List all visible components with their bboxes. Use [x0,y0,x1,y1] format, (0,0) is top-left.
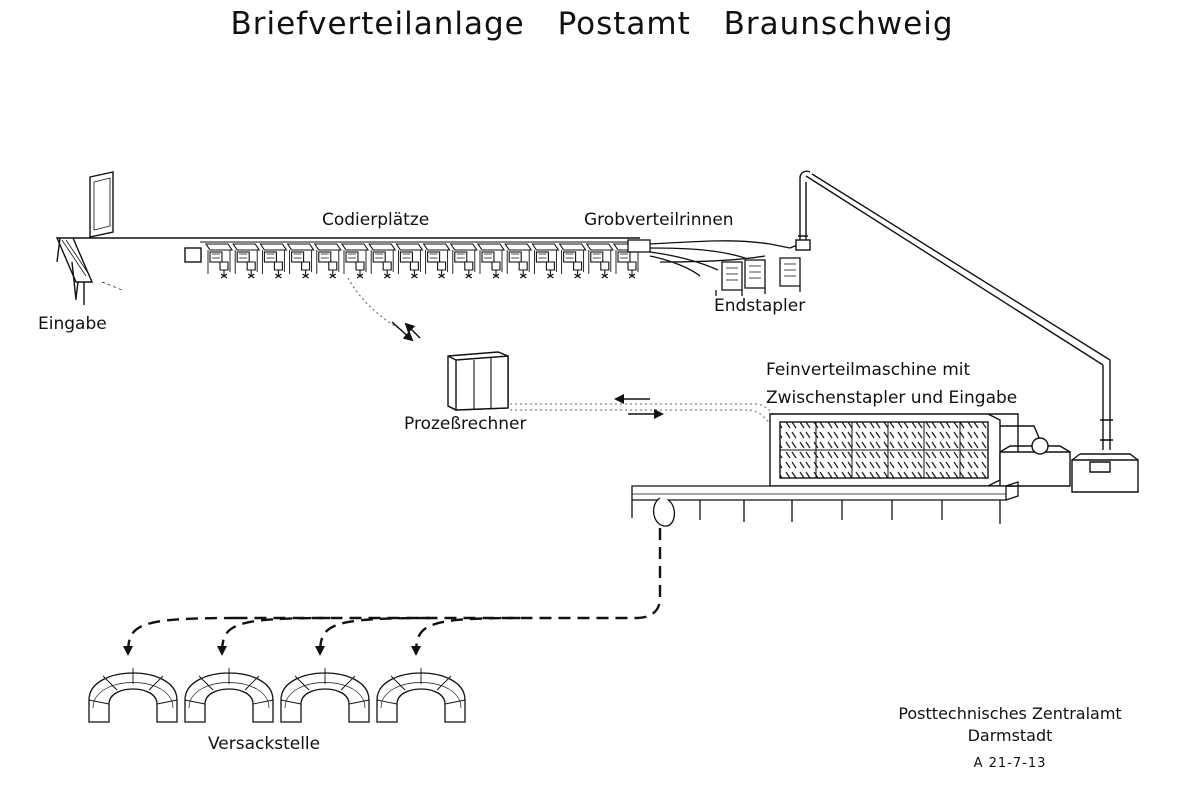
label-versackstelle: Versackstelle [208,734,321,754]
label-feinverteil-line1: Feinverteilmaschine mit [766,360,971,380]
eingabe-station [55,171,123,305]
label-endstapler: Endstapler [714,296,806,316]
coding-station [395,243,424,279]
label-codierplaetze: Codierplätze [322,210,430,230]
overhead-conveyor [789,170,1113,450]
coding-station [531,243,560,279]
bagging-station [280,668,370,723]
coding-station [313,243,342,279]
main-conveyor [73,237,640,263]
label-prozessrechner: Prozeßrechner [404,414,527,434]
coding-station [286,243,315,279]
coding-station [368,243,397,279]
bagging-stations [88,668,466,723]
coding-station [449,243,478,279]
coding-station [476,243,506,279]
bagging-station [184,668,274,723]
prozessrechner-cabinet [447,351,509,411]
roller-conveyor [631,481,1019,527]
coding-station [422,243,451,279]
bagging-station [376,668,466,723]
data-link-coding-computer [347,277,421,342]
page-title: Briefverteilanlage Postamt Braunschweig [230,6,954,42]
coding-station [232,243,261,279]
label-feinverteil-line2: Zwischenstapler und Eingabe [766,388,1018,408]
coding-station [585,243,614,279]
feinverteilmaschine [769,413,1139,493]
coding-station [259,243,288,279]
coding-station [558,243,587,279]
endstapler [715,257,801,296]
coding-station [504,243,533,279]
label-eingabe: Eingabe [38,314,107,334]
footer-reference: A 21-7-13 [973,756,1047,771]
coding-station [340,243,370,279]
footer-organization: Posttechnisches Zentralamt [898,704,1122,723]
data-link-computer-feinverteil [510,394,779,427]
footer-city: Darmstadt [967,726,1053,745]
coding-station [204,243,234,279]
bagging-station [88,668,178,723]
coding-stations [204,243,642,279]
grobverteilrinnen-chutes [627,239,791,277]
label-grobverteilrinnen: Grobverteilrinnen [584,210,734,230]
dispatch-routes [123,528,662,656]
